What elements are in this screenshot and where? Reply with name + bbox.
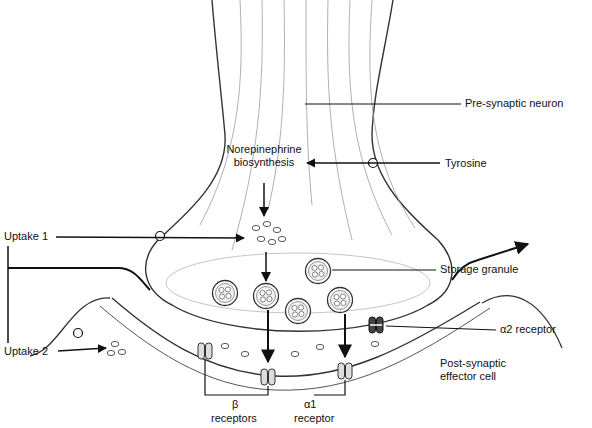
storage-arrow: [265, 252, 267, 281]
ne-molecule: [268, 239, 276, 244]
callout-label: Uptake 2: [4, 345, 48, 358]
ne-molecule: [273, 227, 281, 232]
ne-molecule: [221, 343, 229, 348]
ne-molecule: [252, 225, 260, 230]
uptake1-transporter: [156, 232, 165, 241]
callout-label: α2 receptor: [500, 323, 556, 336]
storage-granule: [306, 259, 331, 284]
alpha1-bracket: [314, 380, 345, 395]
synthesis-arrow: [263, 183, 265, 216]
callout-label: receptor: [294, 412, 334, 425]
axon-fibre: [200, 0, 241, 225]
ne-molecule: [291, 351, 299, 356]
leader-line: [305, 104, 461, 105]
axon-fibre: [306, 0, 312, 205]
neuron-outline: [146, 0, 452, 331]
callout-label: receptors: [211, 412, 257, 425]
beta-bracket: [205, 360, 268, 395]
callout-label: Norepinephrine biosynthesis: [212, 143, 316, 169]
callout-label: α1: [304, 398, 316, 411]
ne-molecule: [118, 349, 126, 354]
postsynaptic-outline: [482, 296, 562, 348]
alpha2-receptor: [369, 317, 383, 333]
axon-fibre: [328, 0, 352, 240]
callout-label: Tyrosine: [445, 157, 487, 170]
storage-granule: [213, 281, 238, 306]
ne-molecule: [107, 350, 115, 355]
leader-line: [332, 270, 436, 271]
callout-label: β: [232, 398, 238, 411]
uptake1-arrow: [56, 237, 244, 238]
callout-label: Post-synaptic effector cell: [440, 357, 526, 383]
ne-molecule: [278, 236, 286, 241]
ne-molecule: [257, 236, 265, 241]
beta-receptor: [198, 343, 212, 359]
ne-molecule: [316, 344, 324, 349]
axon-fibre: [232, 0, 262, 250]
axon-fibre: [370, 0, 415, 228]
tyrosine-arrow: [307, 162, 440, 163]
callout-label: Pre-synaptic neuron: [465, 97, 563, 110]
storage-granule: [286, 299, 311, 324]
callout-label: Storage granule: [440, 263, 518, 276]
release-arrow: [267, 310, 269, 362]
postsynaptic-membrane: [112, 298, 480, 376]
ne-molecule: [111, 341, 119, 346]
beta-receptor: [261, 369, 275, 385]
ne-molecule: [371, 341, 379, 346]
ne-molecule: [241, 351, 249, 356]
alpha1-receptor: [338, 363, 352, 379]
axon-fibres: [200, 0, 415, 250]
boundary-line: [8, 268, 150, 290]
uptake2-arrow: [58, 348, 106, 351]
axon-fibre: [268, 0, 284, 210]
storage-granule: [328, 288, 353, 313]
storage-granule: [254, 284, 279, 309]
release-arrow: [344, 314, 346, 357]
leader-line: [386, 326, 496, 330]
callout-label: Uptake 1: [4, 230, 48, 243]
ne-molecule: [263, 221, 271, 226]
uptake-bracket: [7, 246, 9, 343]
uptake2-transporter: [74, 329, 83, 338]
